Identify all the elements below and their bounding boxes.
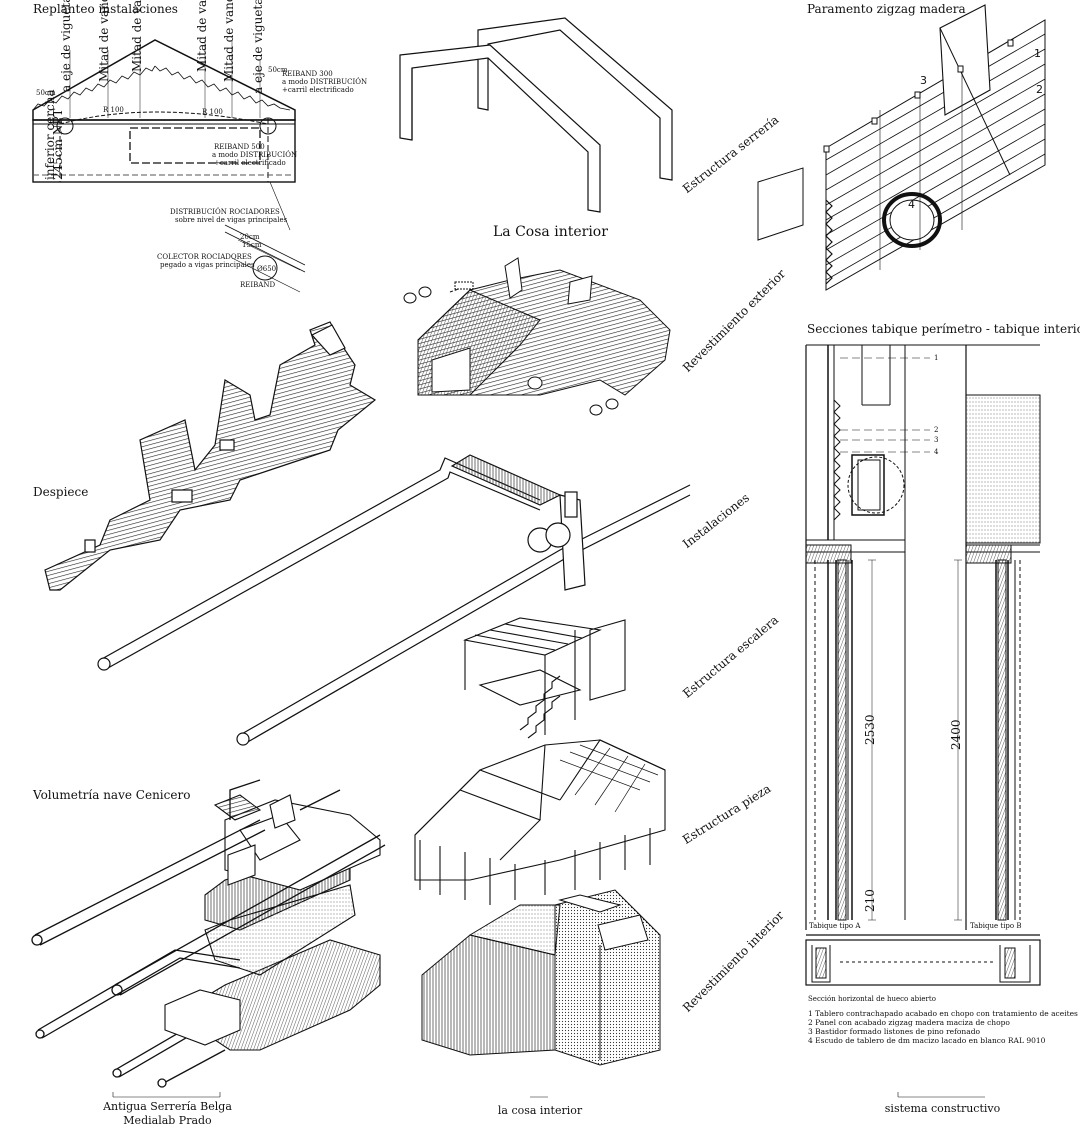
section-number-4: 4 (934, 448, 939, 456)
seccion-horizontal-label: Sección horizontal de hueco abierto (808, 995, 936, 1003)
footer-middle: la cosa interior (497, 1104, 583, 1117)
anno-reiband500-b: a modo DISTRIBUCIÓN (212, 151, 298, 159)
anno-dim-50-left: 50cm (36, 89, 56, 97)
legend-item: 1 Tablero contrachapado acabado en chopo… (808, 1009, 1078, 1018)
footer-left-line1: Antigua Serrería Belga (103, 1100, 232, 1113)
despiece-drawing (44, 321, 377, 591)
anno-dim-20: 20cm (240, 233, 260, 241)
zigzag-number-4: 4 (908, 198, 915, 211)
anno-reiband300-b: a modo DISTRIBUCIÓN (282, 78, 368, 86)
anno-mitad-vano-4: Mitad de vano (222, 0, 236, 82)
secciones-title: Secciones tabique perímetro - tabique in… (807, 322, 1080, 336)
tabique-a-label: Tabique tipo A (809, 922, 861, 930)
revestimiento-exterior-drawing (403, 257, 671, 416)
zigzag-number-3: 3 (920, 74, 927, 87)
section-dim-a: 2530 (863, 714, 877, 745)
anno-distrib-a: DISTRIBUCIÓN ROCIADORES (170, 208, 280, 216)
anno-dim-15: 15cm (242, 241, 262, 249)
la-cosa-title: La Cosa interior (493, 224, 608, 240)
anno-reiband500-a: REIBAND 500 (214, 143, 265, 151)
legend-item: 4 Escudo de tablero de dm macizo lacado … (808, 1036, 1046, 1045)
estructura-serreria-frames (399, 17, 673, 213)
volumetria-title: Volumetría nave Cenicero (33, 788, 191, 802)
section-number-3: 3 (934, 436, 939, 444)
replanteo-title: Replanteo instalaciones (33, 2, 178, 16)
footer-right: sistema constructivo (884, 1102, 1001, 1115)
instalaciones-drawing (97, 454, 691, 746)
anno-reiband300-a: REIBAND 300 (282, 70, 333, 78)
anno-r100-left: R 100 (103, 106, 124, 114)
anno-reiband300-c: +carril electrificado (282, 86, 354, 94)
despiece-title: Despiece (33, 485, 89, 499)
legend-item: 3 Bastidor formado listones de pino refo… (808, 1027, 981, 1036)
legend-item: 2 Panel con acabado zigzag madera maciza… (808, 1018, 1010, 1027)
anno-eje-vigueta-left: a eje de vigueta (59, 0, 73, 92)
legend: 1 Tablero contrachapado acabado en chopo… (808, 1009, 1078, 1045)
footer-left: Antigua Serrería Belga Medialab Prado (100, 1100, 235, 1128)
volumetria-drawing (31, 779, 386, 1088)
anno-reiband: REIBAND (240, 281, 276, 289)
anno-npt-left-b: 245cm NPT (51, 108, 65, 180)
anno-mitad-vano-1: Mitad de vano (97, 0, 111, 82)
anno-colector-b: pegado a vigas principales (160, 261, 255, 269)
anno-r100-mid: R 100 (202, 108, 223, 116)
anno-eje-vigueta-right: a eje de vigueta (251, 0, 265, 94)
replanteo-drawing (32, 39, 306, 293)
footer-left-line2: Medialab Prado (123, 1114, 212, 1127)
zigzag-number-2: 2 (1036, 83, 1043, 96)
anno-diam: Ø650 (257, 265, 277, 273)
section-number-2: 2 (934, 426, 939, 434)
section-dim-c: 210 (863, 889, 877, 912)
tabique-b-label: Tabique tipo B (970, 922, 1022, 930)
section-dim-b: 2400 (949, 719, 963, 750)
secciones-drawing (112, 344, 1041, 1098)
anno-distrib-b: sobre nivel de vigas principales (175, 216, 288, 224)
zigzag-number-1: 1 (1034, 47, 1041, 60)
section-number-1: 1 (934, 354, 939, 362)
anno-colector-a: COLECTOR ROCIADORES (157, 253, 252, 261)
revestimiento-interior-drawing (421, 889, 661, 1066)
estructura-pieza-drawing (414, 739, 666, 905)
anno-dim-50-right: 50cm (268, 66, 288, 74)
anno-mitad-vano-2: Mitad de vano (130, 0, 144, 72)
paramento-zigzag-drawing (757, 4, 1046, 291)
anno-mitad-vano-3: Mitad de vano (195, 0, 209, 72)
anno-reiband500-c: +carril electrificado (214, 159, 286, 167)
paramento-title: Paramento zigzag madera (807, 2, 966, 16)
estructura-escalera-drawing (463, 617, 626, 739)
